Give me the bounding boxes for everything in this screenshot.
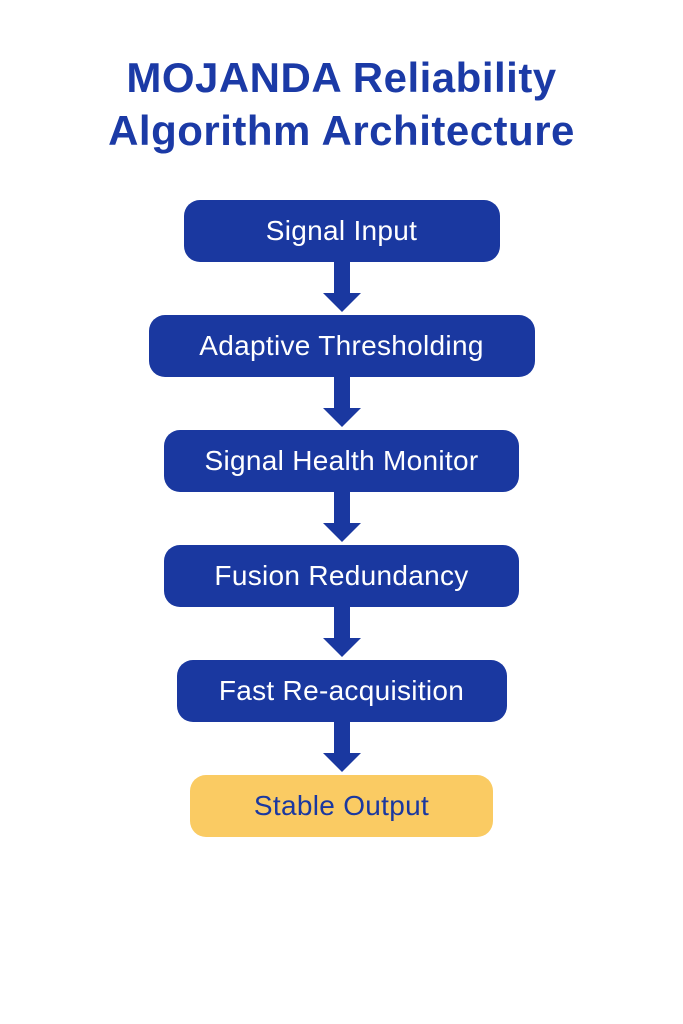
flow-node-fusion-redundancy: Fusion Redundancy: [164, 545, 519, 607]
flow-node-stable-output: Stable Output: [190, 775, 493, 837]
flow-node-fast-re-acquisition: Fast Re-acquisition: [176, 660, 507, 722]
diagram-title: MOJANDA Reliability Algorithm Architectu…: [108, 54, 575, 154]
flow-node-signal-health-monitor: Signal Health Monitor: [164, 430, 519, 492]
flow-node-label: Stable Output: [253, 790, 430, 821]
flow-node-label: Fusion Redundancy: [214, 560, 469, 591]
flowchart: Signal Input Adaptive Thresholding Signa…: [0, 200, 683, 837]
flow-node-signal-input: Signal Input: [183, 200, 500, 262]
down-arrow-icon: [322, 262, 362, 315]
down-arrow-icon: [322, 377, 362, 430]
flow-node-label: Adaptive Thresholding: [199, 330, 484, 361]
down-arrow-icon: [322, 607, 362, 660]
down-arrow-icon: [322, 492, 362, 545]
down-arrow-icon: [322, 722, 362, 775]
flow-node-label: Signal Input: [265, 215, 418, 246]
flow-node-adaptive-thresholding: Adaptive Thresholding: [148, 315, 535, 377]
flow-node-label: Signal Health Monitor: [204, 445, 479, 476]
flow-node-label: Fast Re-acquisition: [218, 675, 465, 706]
